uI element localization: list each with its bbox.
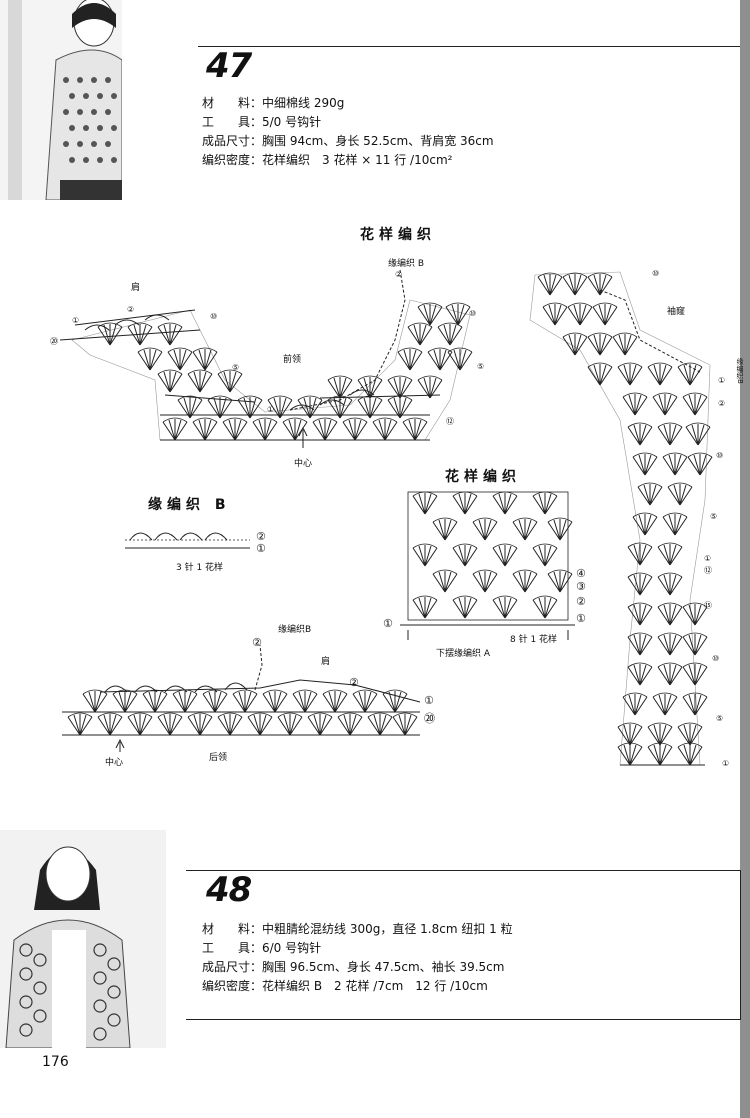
pattern-number-48: 48 [206, 870, 252, 910]
row-marker: ① [267, 405, 275, 414]
swatch-title: 花样编织 [445, 469, 521, 485]
row-marker: ① [704, 554, 712, 563]
row-marker: ① [256, 542, 266, 555]
row-marker: ⑳ [50, 337, 58, 346]
row-marker: ⑤ [477, 362, 485, 371]
front-neck-label: 前领 [283, 355, 302, 365]
spec-tool-47: 工 具：5/0 号钩针 [202, 113, 321, 132]
spec-gauge-48: 编织密度：花样编织 B 2 花样 /7cm 12 行 /10cm [202, 977, 488, 996]
armhole-label: 袖窿 [667, 307, 686, 317]
row-marker: ⑤ [232, 363, 240, 372]
armhole-edge-b-label: 缘编织B [736, 358, 744, 384]
row-marker: ② [127, 305, 135, 314]
model-photo-48 [0, 830, 166, 1048]
spec-value: 花样编织 B 2 花样 /7cm 12 行 /10cm [262, 979, 488, 993]
row-marker: ⑩ [716, 451, 724, 460]
row-marker: ⑩ [712, 654, 720, 663]
spec-value: 胸围 96.5cm、身长 47.5cm、袖长 39.5cm [262, 960, 505, 974]
row-marker: ⑩ [652, 269, 660, 278]
spec-size-47: 成品尺寸：胸围 94cm、身长 52.5cm、背肩宽 36cm [202, 132, 494, 151]
header-rule-47 [198, 46, 740, 47]
row-marker: ⑩ [210, 312, 218, 321]
front-neck-chart [59, 269, 473, 448]
spec-label: 编织密度： [202, 979, 263, 993]
spec-size-48: 成品尺寸：胸围 96.5cm、身长 47.5cm、袖长 39.5cm [202, 958, 504, 977]
back-center-label: 中心 [105, 758, 124, 768]
swatch-hem-label: 下摆缘编织 A [436, 649, 491, 659]
diagram-main-title: 花样编织 [360, 227, 436, 243]
back-neck-label: 后领 [209, 753, 228, 763]
row-marker: ⑫ [446, 417, 454, 426]
row-marker: ② [576, 595, 586, 608]
row-marker: ② [349, 676, 359, 689]
row-marker: ⑮ [704, 601, 712, 610]
page-number: 176 [42, 1054, 69, 1070]
spec-label: 成品尺寸： [202, 134, 263, 148]
spec-value: 中粗腈纶混纺线 300g，直径 1.8cm 纽扣 1 粒 [262, 922, 513, 936]
spec-label: 材 料： [202, 922, 263, 936]
row-marker: ④ [576, 567, 586, 580]
spec-material-48: 材 料：中粗腈纶混纺线 300g，直径 1.8cm 纽扣 1 粒 [202, 920, 513, 939]
spec-label: 材 料： [202, 96, 263, 110]
row-marker: ⑩ [469, 309, 477, 318]
row-marker: ① [722, 759, 730, 768]
row-marker: ⑤ [710, 512, 718, 521]
header-box-48 [186, 870, 741, 1020]
row-marker: ① [424, 694, 434, 707]
row-marker: ③ [576, 580, 586, 593]
row-marker: ① [576, 612, 586, 625]
spec-tool-48: 工 具：6/0 号钩针 [202, 939, 321, 958]
spec-value: 5/0 号钩针 [262, 115, 322, 129]
swatch-repeat-label: 8 针 1 花样 [510, 635, 558, 645]
row-marker: ① [718, 376, 726, 385]
model-photo-47 [0, 0, 122, 200]
back-shoulder-label: 肩 [321, 657, 331, 667]
row-marker: ⑳ [424, 712, 435, 725]
pattern-number-47: 47 [206, 46, 252, 86]
spec-label: 工 具： [202, 115, 263, 129]
row-marker: ⑤ [716, 714, 724, 723]
row-marker: ⑫ [704, 566, 712, 575]
spec-label: 编织密度： [202, 153, 263, 167]
edge-b-repeat-label: 3 针 1 花样 [176, 563, 224, 573]
back-edge-b-label: 缘编织B [278, 625, 312, 635]
back-neck-chart [62, 644, 421, 752]
spec-value: 6/0 号钩针 [262, 941, 322, 955]
spec-material-47: 材 料：中细棉线 290g [202, 94, 344, 113]
edge-b-title: 缘编织 B [148, 497, 231, 513]
spec-value: 胸围 94cm、身长 52.5cm、背肩宽 36cm [262, 134, 494, 148]
row-marker: ② [395, 270, 403, 279]
row-marker: ① [72, 316, 80, 325]
spec-gauge-47: 编织密度：花样编织 3 花样 × 11 行 /10cm² [202, 151, 452, 170]
row-marker: ② [256, 530, 266, 543]
front-center-label: 中心 [294, 459, 313, 469]
swatch-chart [400, 491, 575, 640]
row-marker: ② [718, 399, 726, 408]
spec-value: 中细棉线 290g [262, 96, 345, 110]
row-marker: ① [383, 617, 393, 630]
front-edge-b-label: 缘编织 B [388, 259, 425, 269]
spec-label: 成品尺寸： [202, 960, 263, 974]
armhole-chart [529, 271, 713, 766]
spec-value: 花样编织 3 花样 × 11 行 /10cm² [262, 153, 453, 167]
front-shoulder-label: 肩 [131, 283, 141, 293]
spec-label: 工 具： [202, 941, 263, 955]
edge-b-chart [125, 532, 250, 549]
row-marker: ② [252, 636, 262, 649]
page-edge [740, 0, 750, 1118]
